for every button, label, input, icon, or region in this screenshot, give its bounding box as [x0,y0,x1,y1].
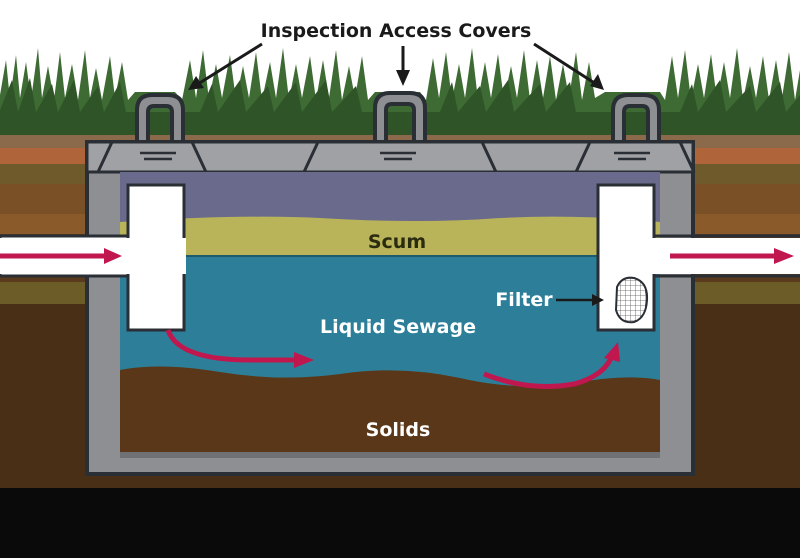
label-inspection-access-covers: Inspection Access Covers [261,20,532,42]
label-scum: Scum [368,231,426,253]
tank-lid [85,140,696,174]
scum-layer [120,216,660,256]
filter-pointer-arrow [556,294,604,306]
internal-flow-arrow-left [165,329,314,368]
cover-pointer-arrows [188,42,604,90]
inflow-arrow [0,248,122,264]
grass [0,48,800,135]
bedrock [0,488,800,558]
label-solids: Solids [366,419,431,441]
outflow-arrow [670,248,794,264]
flow-arrows [0,248,794,389]
label-liquid-sewage: Liquid Sewage [320,316,476,338]
internal-flow-arrow-right [483,342,620,389]
filter-icon [614,276,649,324]
solids-layer [120,366,660,452]
label-filter: Filter [495,289,553,311]
